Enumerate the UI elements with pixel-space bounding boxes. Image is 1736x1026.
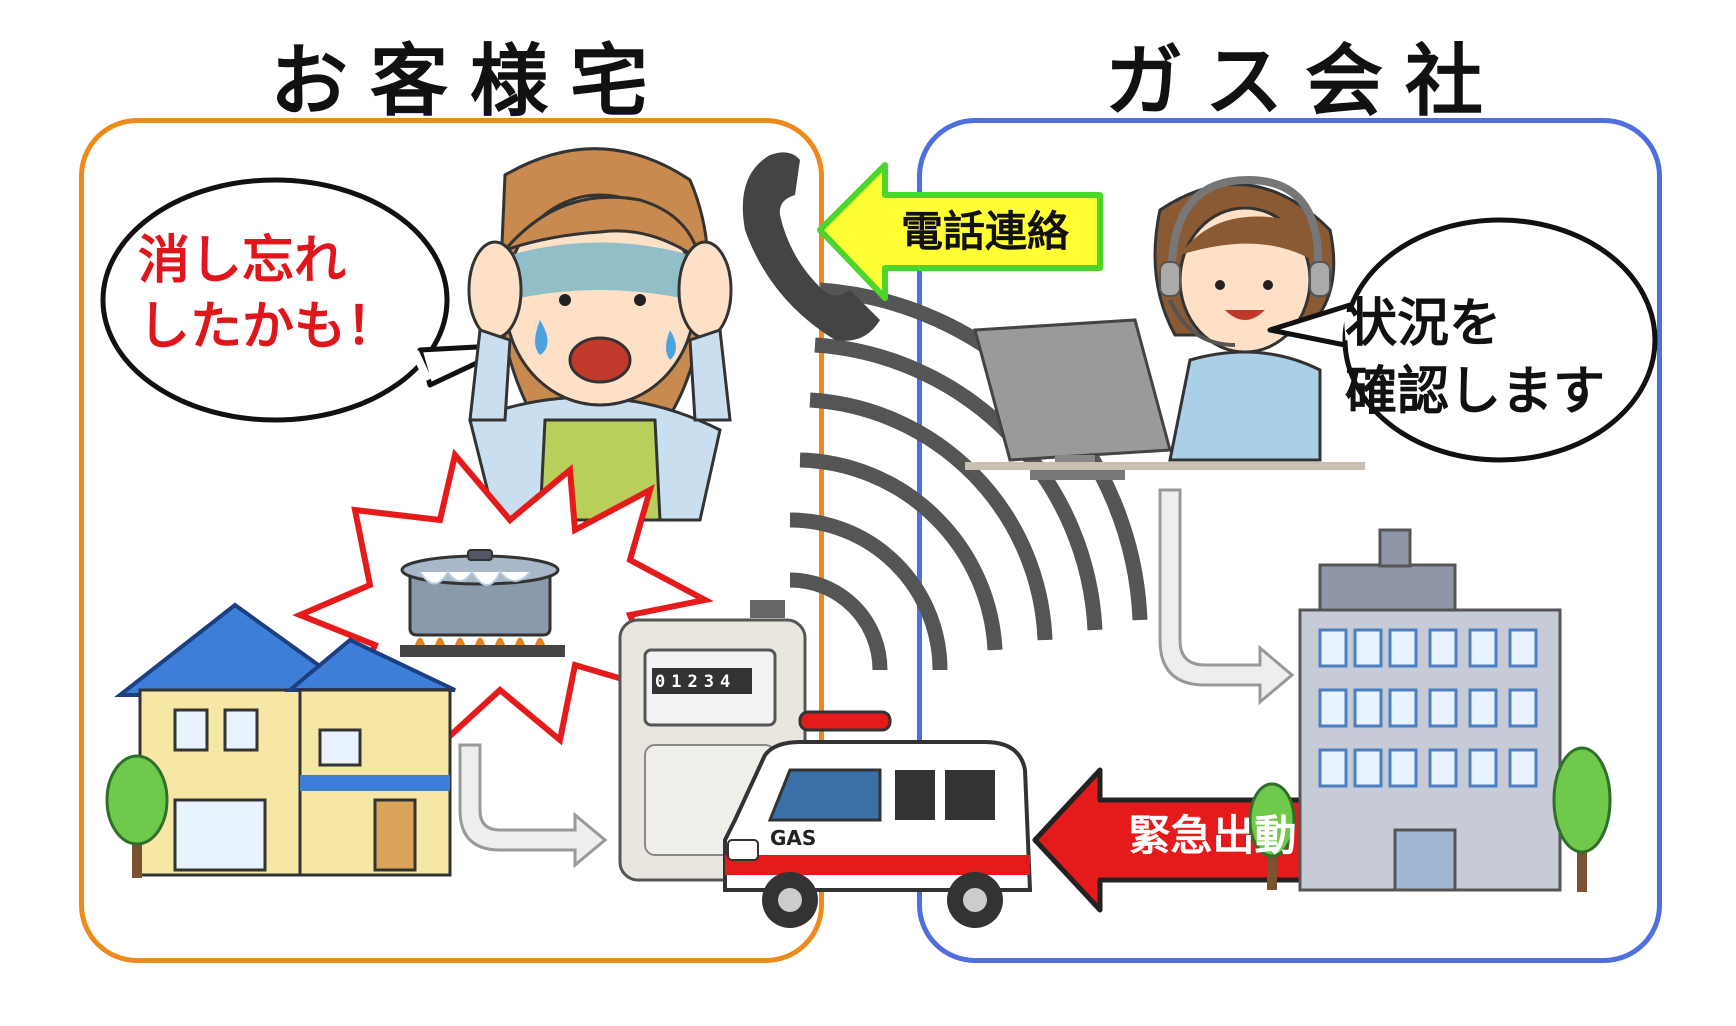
customer-speech-line: 消し忘れ	[138, 231, 347, 291]
call-arrow	[817, 162, 1103, 301]
operator-speech-line: 状況を	[1345, 294, 1502, 354]
office-building-icon	[1298, 528, 1562, 892]
call-arrow-label: 電話連絡	[900, 207, 1069, 256]
customer-home-zone	[79, 118, 824, 963]
meter-reading: 01234	[655, 672, 737, 692]
home-title: お客様宅	[270, 37, 671, 127]
operator-speech-bubble	[1267, 217, 1658, 463]
tree-icon	[1248, 746, 1612, 892]
computer-monitor-icon	[965, 318, 1365, 480]
van-gas-label: GAS	[770, 826, 817, 850]
call-center-operator-icon	[1153, 175, 1336, 462]
small-arrow-company	[1158, 488, 1295, 706]
customer-speech-text: 消し忘れ したかも！	[138, 228, 398, 360]
small-arrow-home	[458, 743, 608, 869]
tree-icon	[105, 754, 169, 878]
customer-speech-bubble	[100, 177, 518, 423]
gas-service-van-icon	[723, 710, 1033, 928]
telephone-handset-icon	[742, 152, 880, 341]
company-title: ガス会社	[1105, 37, 1506, 127]
dispatch-arrow-label: 緊急出動	[1128, 811, 1297, 860]
worried-woman-icon	[467, 147, 733, 522]
gas-company-zone	[917, 118, 1662, 963]
boiling-pot-icon	[400, 549, 565, 657]
customer-speech-line: したかも！	[138, 297, 399, 357]
operator-speech-text: 状況を 確認します	[1345, 290, 1605, 426]
operator-speech-line: 確認します	[1345, 362, 1606, 422]
